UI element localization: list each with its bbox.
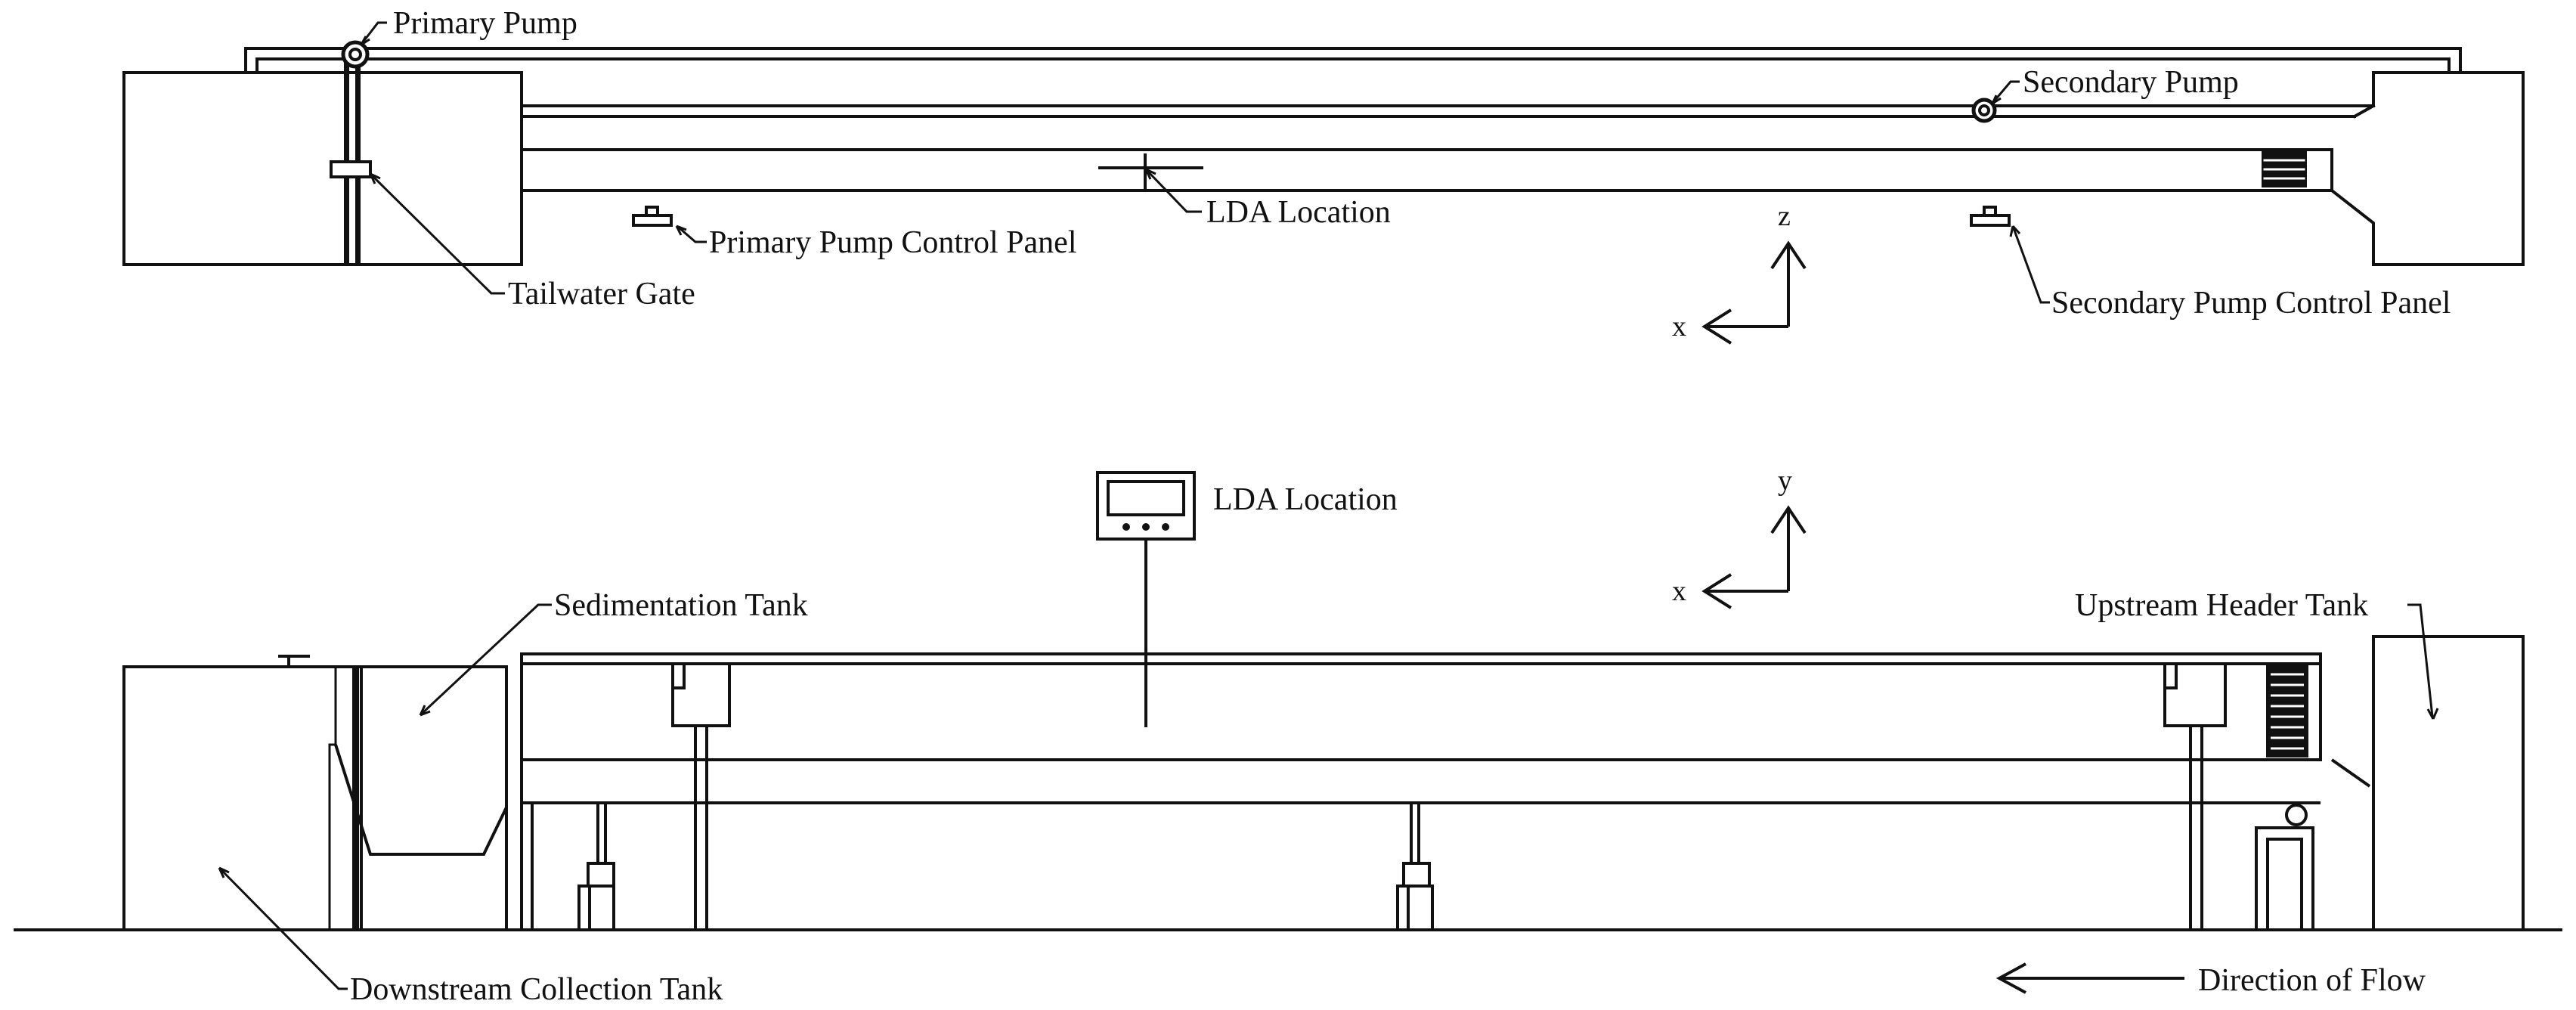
label-sedimentation-tank: Sedimentation Tank — [554, 588, 808, 623]
primary-control-panel-icon — [632, 206, 673, 227]
plan-leaders — [360, 21, 2050, 304]
return-pipe — [244, 47, 2462, 74]
label-downstream-collection-tank: Downstream Collection Tank — [350, 972, 723, 1007]
flow-direction-arrow — [1995, 962, 2184, 994]
plan-view — [122, 40, 2525, 266]
downstream-tank-plan — [122, 71, 523, 266]
gate-handle — [330, 160, 372, 178]
axes-plan — [1701, 240, 1807, 345]
label-tailwater-gate: Tailwater Gate — [508, 277, 695, 311]
tank-lid-handle — [278, 655, 310, 667]
label-primary-pump: Primary Pump — [393, 6, 577, 41]
side-view — [14, 471, 2562, 931]
label-lda-location-top: LDA Location — [1206, 195, 1391, 230]
secondary-pump-icon — [1971, 98, 1997, 123]
label-primary-pump-control-panel: Primary Pump Control Panel — [709, 225, 1077, 260]
supports — [577, 664, 2314, 931]
tailwater-gate-side — [352, 667, 359, 930]
header-tank-plan — [2330, 71, 2525, 266]
axes-side — [1701, 505, 1807, 609]
label-secondary-pump-control-panel: Secondary Pump Control Panel — [2051, 286, 2451, 321]
lda-display — [1107, 480, 1185, 516]
axis-label-y-side: y — [1778, 465, 1792, 497]
flume-channel-plan — [520, 71, 2376, 192]
honeycomb-side — [2266, 664, 2308, 758]
lda-marker-plan — [1098, 153, 1203, 191]
flume-body-side — [520, 652, 2371, 930]
label-secondary-pump: Secondary Pump — [2023, 65, 2239, 100]
axis-label-x-plan: x — [1672, 311, 1686, 342]
downstream-collection-tank — [122, 665, 508, 930]
label-direction-of-flow: Direction of Flow — [2198, 963, 2426, 998]
primary-pump-icon — [341, 40, 370, 69]
axis-label-x-side: x — [1672, 575, 1686, 607]
sedimentation-tank — [334, 744, 508, 856]
upstream-header-tank — [2372, 635, 2525, 931]
axis-label-z-plan: z — [1778, 200, 1791, 232]
label-lda-location-side: LDA Location — [1213, 482, 1398, 517]
secondary-control-panel-icon — [1970, 206, 2011, 227]
label-upstream-header-tank: Upstream Header Tank — [2075, 588, 2368, 623]
side-leaders — [218, 603, 2439, 990]
